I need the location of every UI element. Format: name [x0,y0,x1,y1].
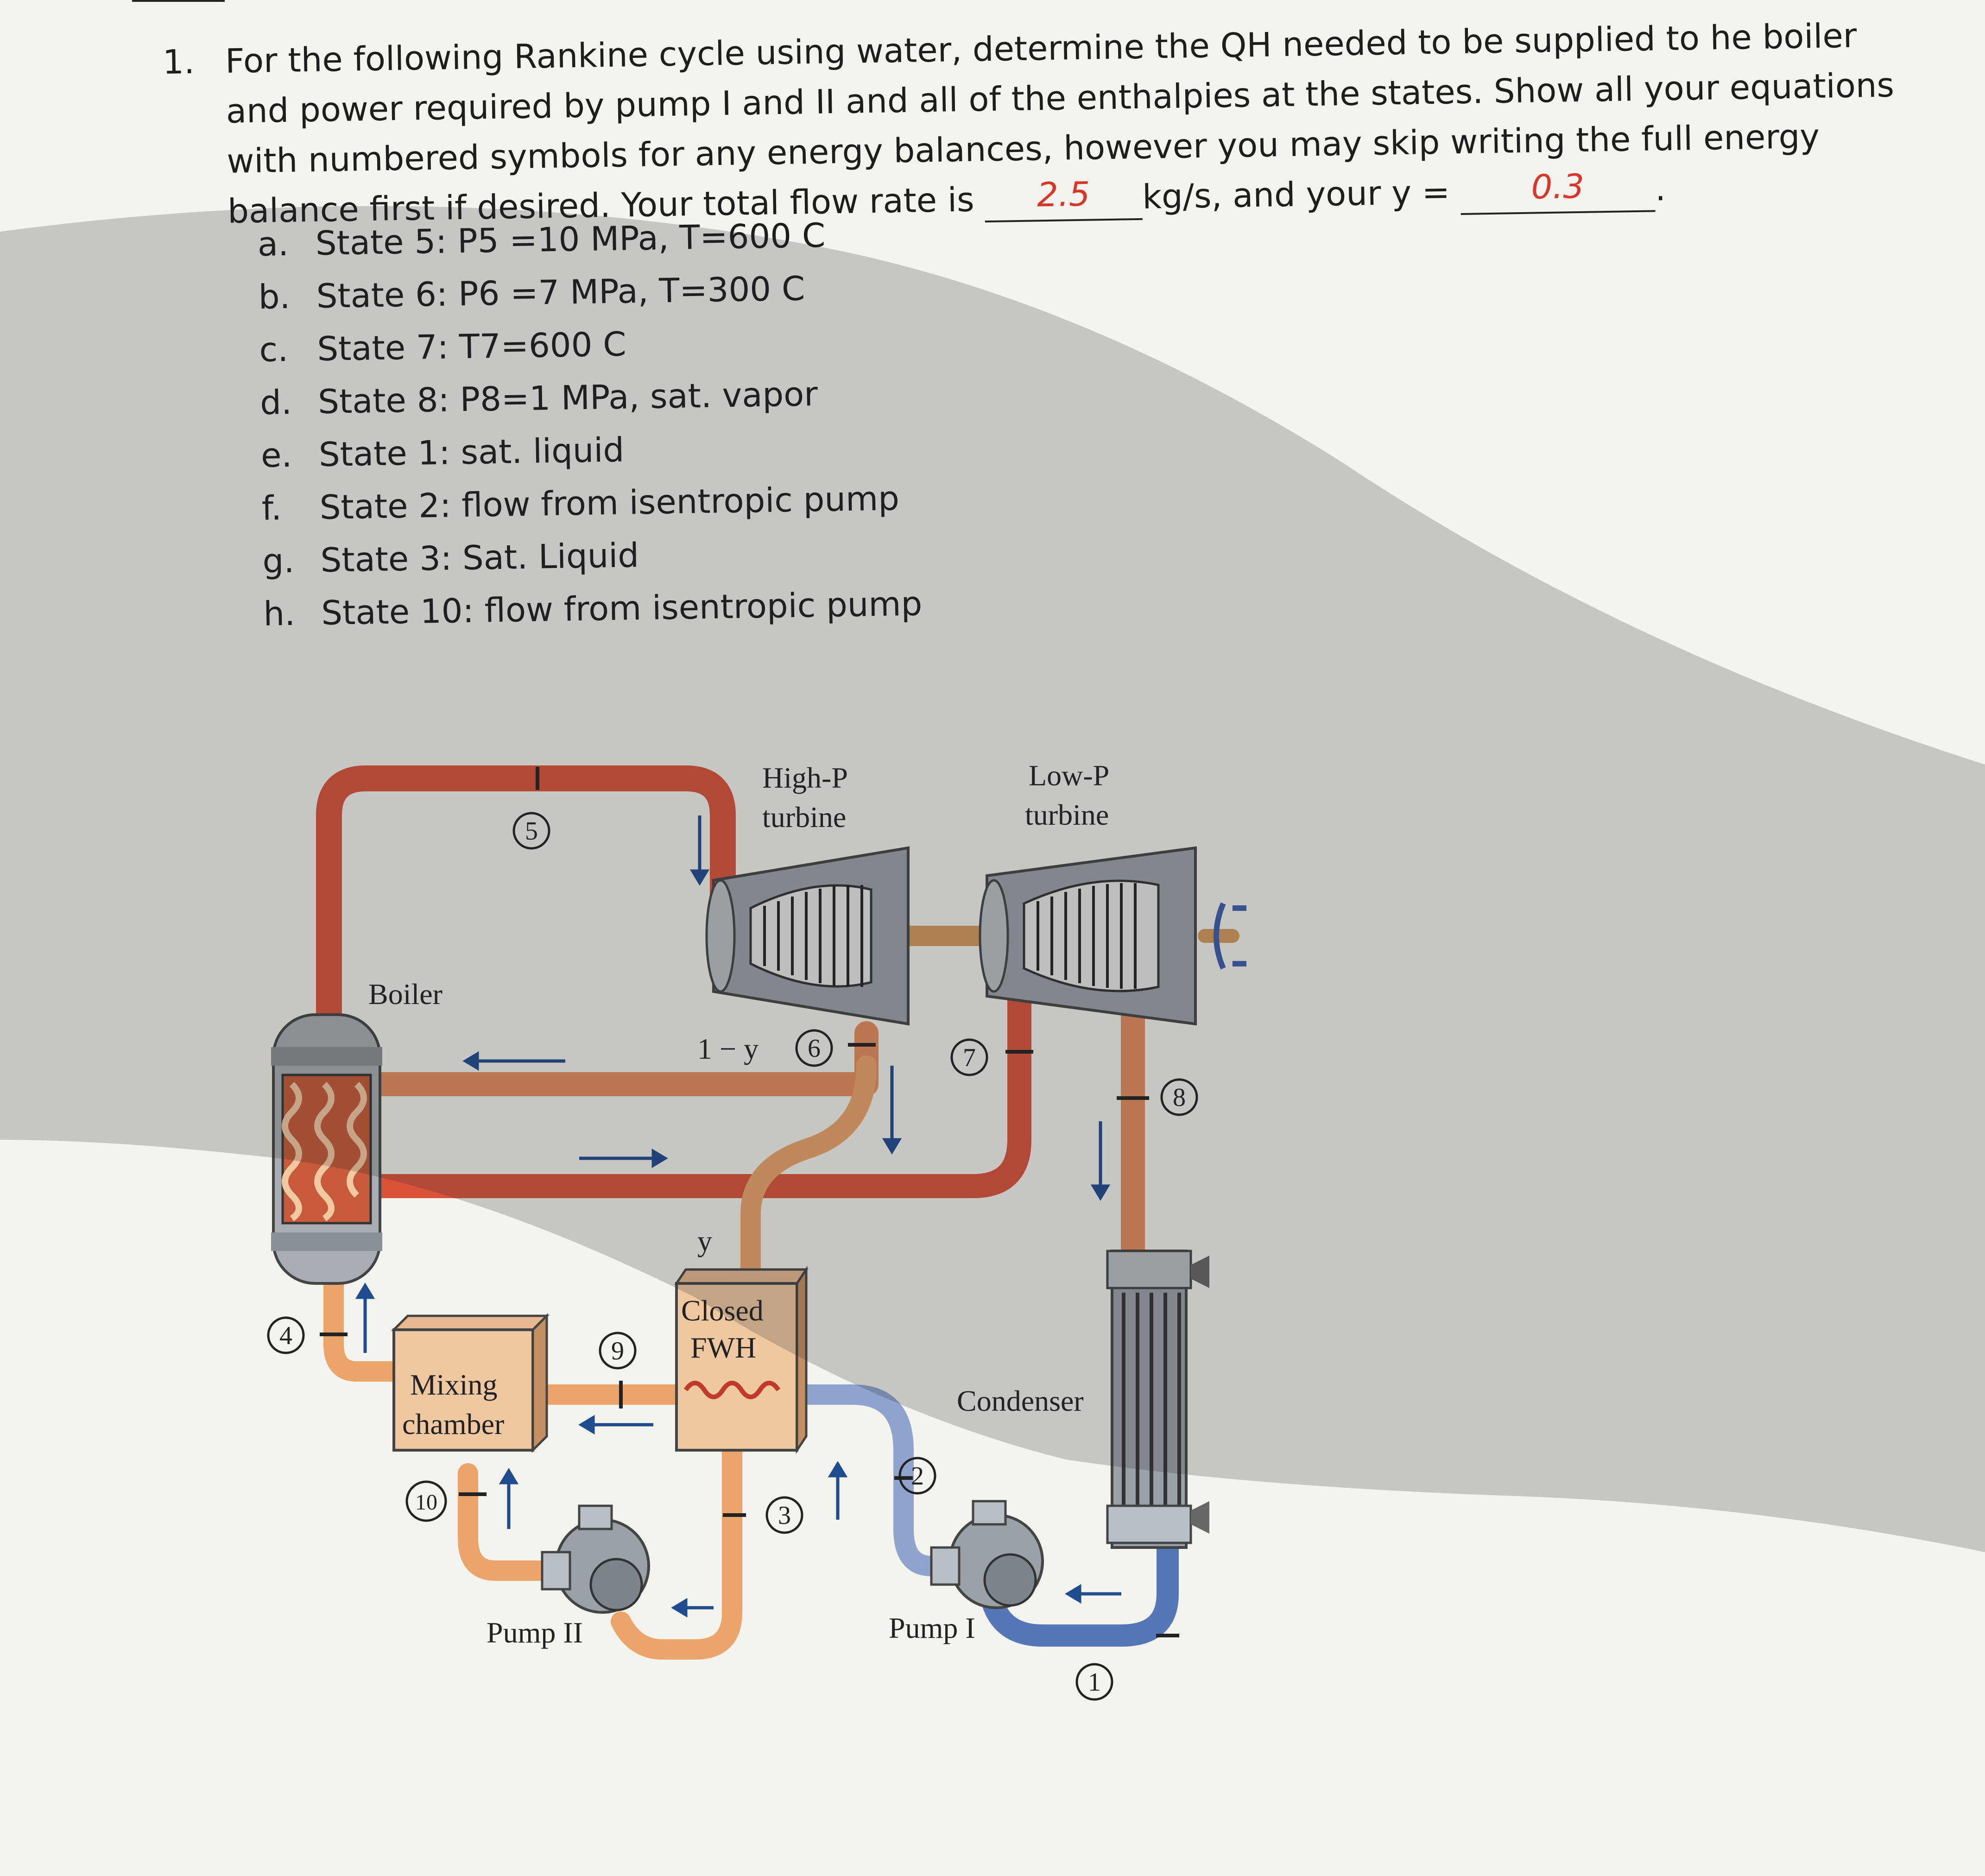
hp-turbine-label-2: turbine [762,801,846,834]
y-label: y [697,1225,712,1257]
state-1-label: 1 [1088,1668,1101,1697]
arrow-left-icon [671,1598,714,1618]
pipe-y [740,1055,877,1289]
arrow-up-icon [499,1468,519,1529]
arrow-right-icon [579,1148,668,1169]
arrow-down-icon [1090,1121,1111,1201]
arrow-down-icon [882,1066,902,1155]
state-4-label: 4 [279,1321,292,1350]
state-8-label: 8 [1173,1083,1186,1112]
one-minus-y-label: 1 − y [697,1032,759,1065]
closed-fwh [674,1265,809,1454]
arrow-left-icon [462,1051,565,1071]
arrow-up-icon [828,1461,848,1520]
boiler [271,1013,382,1285]
state-6-label: 6 [808,1034,821,1063]
state-10-label: 10 [415,1490,437,1515]
pipe-1 [980,1536,1179,1647]
hp-turbine [705,846,910,1026]
arrow-up-icon [355,1282,375,1353]
pipe-6 [368,1021,879,1096]
pump-ii-label: Pump II [487,1616,583,1649]
pump-i-label: Pump I [889,1611,975,1644]
state-ticks [320,767,1179,1637]
state-7-label: 7 [963,1043,976,1072]
top-rule [132,0,225,2]
condenser [1106,1250,1209,1549]
mixing-chamber [391,1313,550,1453]
condenser-label: Condenser [957,1384,1084,1417]
flow-arrows [355,815,1121,1618]
pump-i-icon [930,1500,1044,1609]
lp-turbine [979,846,1197,1026]
hp-turbine-label-1: High-P [762,761,848,794]
state-2-label: 2 [911,1462,924,1491]
arrow-left-icon [1065,1584,1121,1604]
pipe-10 [458,1463,552,1581]
fwh-coil-icon [683,1381,781,1399]
state-circles [267,812,1198,1701]
pump-ii-icon [541,1504,650,1614]
mixing-label-1: Mixing [410,1368,497,1401]
lp-turbine-label-1: Low-P [1029,759,1109,792]
state-3-label: 3 [778,1501,791,1530]
pipe-2 [791,1384,942,1576]
fwh-label-2: FWH [690,1331,756,1364]
lp-turbine-label-2: turbine [1025,798,1109,831]
fwh-label-1: Closed [681,1294,764,1327]
pipe-3 [611,1440,742,1660]
state-9-label: 9 [611,1337,624,1365]
pipe-4 [323,1273,404,1382]
mixing-label-2: chamber [402,1408,504,1440]
arrow-down-icon [689,815,710,886]
pipe-5 [316,765,736,1028]
boiler-label: Boiler [368,978,443,1011]
arrow-left-icon [578,1415,653,1435]
generator-coupling-icon [1214,902,1246,970]
state-5-label: 5 [525,817,538,846]
pipe-7 [368,984,1031,1198]
